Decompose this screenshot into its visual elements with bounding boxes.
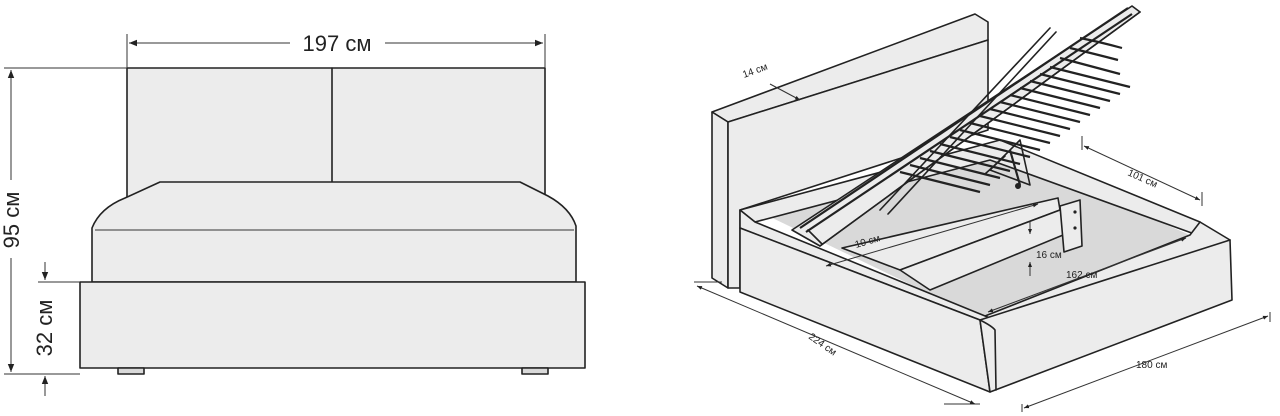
total-height-label: 95 см bbox=[0, 192, 24, 249]
inner-length-dimension: 162 см bbox=[987, 237, 1187, 313]
overall-length-label: 224 см bbox=[806, 331, 838, 358]
iso-view: 14 см 101 см 10 см 16 см 162 см bbox=[694, 5, 1271, 412]
lifted-slat-frame bbox=[791, 5, 1141, 247]
base-height-dimension: 32 см bbox=[32, 262, 80, 396]
foot-left bbox=[117, 367, 145, 375]
headboard-thickness-label: 14 см bbox=[741, 62, 769, 81]
overall-width-dimension: 180 см bbox=[1021, 312, 1271, 412]
width-dimension: 197 см bbox=[126, 31, 546, 68]
width-label: 197 см bbox=[303, 31, 372, 56]
base-height-label: 32 см bbox=[32, 300, 57, 357]
overall-width-label: 180 см bbox=[1136, 360, 1167, 371]
mattress-front bbox=[91, 181, 577, 283]
total-height-dimension: 95 см bbox=[0, 67, 127, 375]
foot-right bbox=[521, 367, 549, 375]
storage-depth-label: 101 см bbox=[1126, 168, 1159, 191]
bed-base-front bbox=[79, 281, 586, 369]
inner-height-label: 16 см bbox=[1036, 250, 1062, 261]
inner-length-label: 162 см bbox=[1066, 270, 1097, 281]
front-view: 197 см 95 см 32 см bbox=[0, 31, 586, 396]
